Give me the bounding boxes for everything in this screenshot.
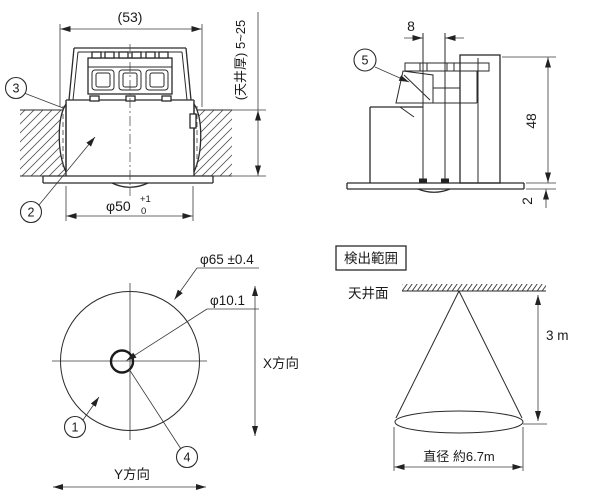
bottom-view: φ65 ±0.4 φ10.1 X方向 Y方向 1 4 — [52, 252, 299, 490]
dim-height-48: 48 — [502, 56, 556, 184]
callout-3: 3 — [4, 76, 64, 109]
dim-top-width-8: 8 — [404, 18, 464, 41]
dim-ceiling-thickness-label: (天井厚) 5~25 — [233, 20, 248, 101]
dim-height-label: 48 — [523, 113, 539, 129]
callout-5-label: 5 — [362, 54, 369, 68]
side-flange-and-lens — [346, 182, 525, 193]
ceiling-surface-line — [402, 284, 546, 292]
body-block-left — [369, 106, 423, 183]
mounting-bracket — [395, 62, 490, 104]
dim-hole-diameter: φ50 +1 0 — [65, 186, 194, 221]
dim-width-53: (53) — [59, 9, 203, 107]
dim-ceiling-thickness: (天井厚) 5~25 — [215, 12, 266, 177]
lens-circle — [109, 349, 135, 374]
callout-5: 5 — [353, 48, 410, 83]
dim-hole-tol-upper: +1 — [140, 194, 151, 205]
axis-y-direction: Y方向 — [53, 467, 206, 490]
callout-2-label: 2 — [28, 206, 35, 220]
ceiling-surface-label: 天井面 — [348, 286, 389, 301]
dim-lens-diameter: φ10.1 — [126, 293, 259, 361]
dim-width-label: (53) — [118, 9, 143, 25]
dim-hole-label: φ50 — [106, 198, 131, 214]
axis-x-direction: X方向 — [252, 286, 299, 436]
detection-range-view: 検出範囲 天井面 3 m 直径 約6.7m — [335, 245, 569, 471]
dim-outer-diameter-label: φ65 ±0.4 — [200, 252, 254, 267]
flange-and-lens — [42, 175, 214, 188]
detection-cone — [394, 290, 524, 434]
callout-1-label: 1 — [72, 421, 79, 435]
dim-lens-diameter-label: φ10.1 — [210, 293, 245, 308]
callout-1: 1 — [63, 396, 100, 439]
dim-outer-diameter: φ65 ±0.4 — [174, 252, 259, 300]
front-section-view: (53) (天井厚) 5~25 φ50 +1 0 3 — [4, 9, 266, 224]
dim-top-width-label: 8 — [407, 18, 415, 34]
body-block-right — [459, 54, 501, 184]
dim-flange-label: 2 — [519, 197, 535, 205]
axis-x-label: X方向 — [263, 356, 299, 371]
dim-flange-2: 2 — [519, 188, 556, 208]
axis-y-label: Y方向 — [114, 467, 150, 482]
dim-height-3m-label: 3 m — [546, 328, 569, 343]
center-column — [419, 33, 449, 183]
dim-hole-tol-lower: 0 — [141, 206, 146, 217]
dim-detection-diameter: 直径 約6.7m — [393, 427, 524, 471]
dim-mounting-height: 3 m — [523, 295, 569, 425]
side-view: 8 48 2 5 — [346, 18, 556, 208]
callout-4-label: 4 — [184, 451, 191, 465]
sensor-body-section — [65, 95, 197, 176]
callout-4: 4 — [128, 368, 199, 469]
detection-range-title-box: 検出範囲 — [335, 245, 407, 271]
detection-range-title: 検出範囲 — [344, 251, 398, 266]
callout-2: 2 — [19, 136, 96, 224]
callout-3-label: 3 — [13, 82, 20, 96]
dim-diameter-label: 直径 約6.7m — [423, 449, 495, 464]
terminal-housing — [68, 47, 192, 101]
